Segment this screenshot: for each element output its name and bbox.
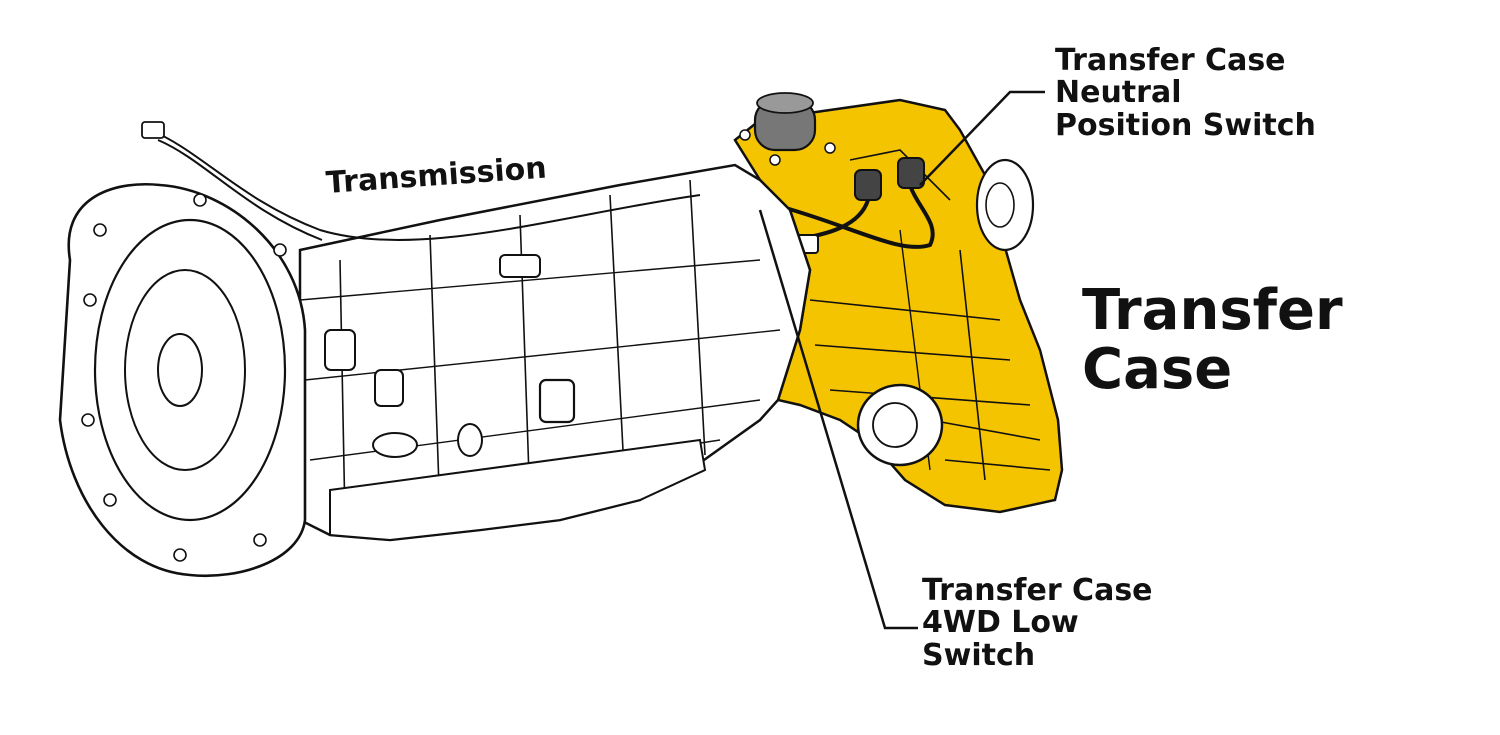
bell-housing — [58, 182, 307, 578]
transfer-case-line-1: Transfer — [1082, 278, 1343, 343]
transfer-case-label: Transfer Case — [1082, 278, 1343, 402]
transfer-case-housing — [733, 92, 1064, 514]
leader-lines — [758, 90, 1045, 630]
neutral-switch-line-1: Transfer Case — [1055, 43, 1286, 78]
low-switch-line-2: 4WD Low — [922, 605, 1079, 641]
transfer-case-line-2: Case — [1082, 336, 1233, 402]
low-switch-line-1: Transfer Case — [922, 573, 1153, 608]
low-switch-leader — [758, 209, 918, 630]
transmission-body — [141, 121, 812, 542]
neutral-switch-line-2: Neutral — [1055, 75, 1182, 111]
low-switch-label: Transfer Case 4WD Low Switch — [922, 573, 1153, 673]
neutral-switch-leader — [919, 90, 1045, 186]
low-switch-line-3: Switch — [922, 637, 1036, 673]
neutral-switch-label: Transfer Case Neutral Position Switch — [1055, 43, 1316, 143]
neutral-switch-line-3: Position Switch — [1055, 107, 1316, 143]
